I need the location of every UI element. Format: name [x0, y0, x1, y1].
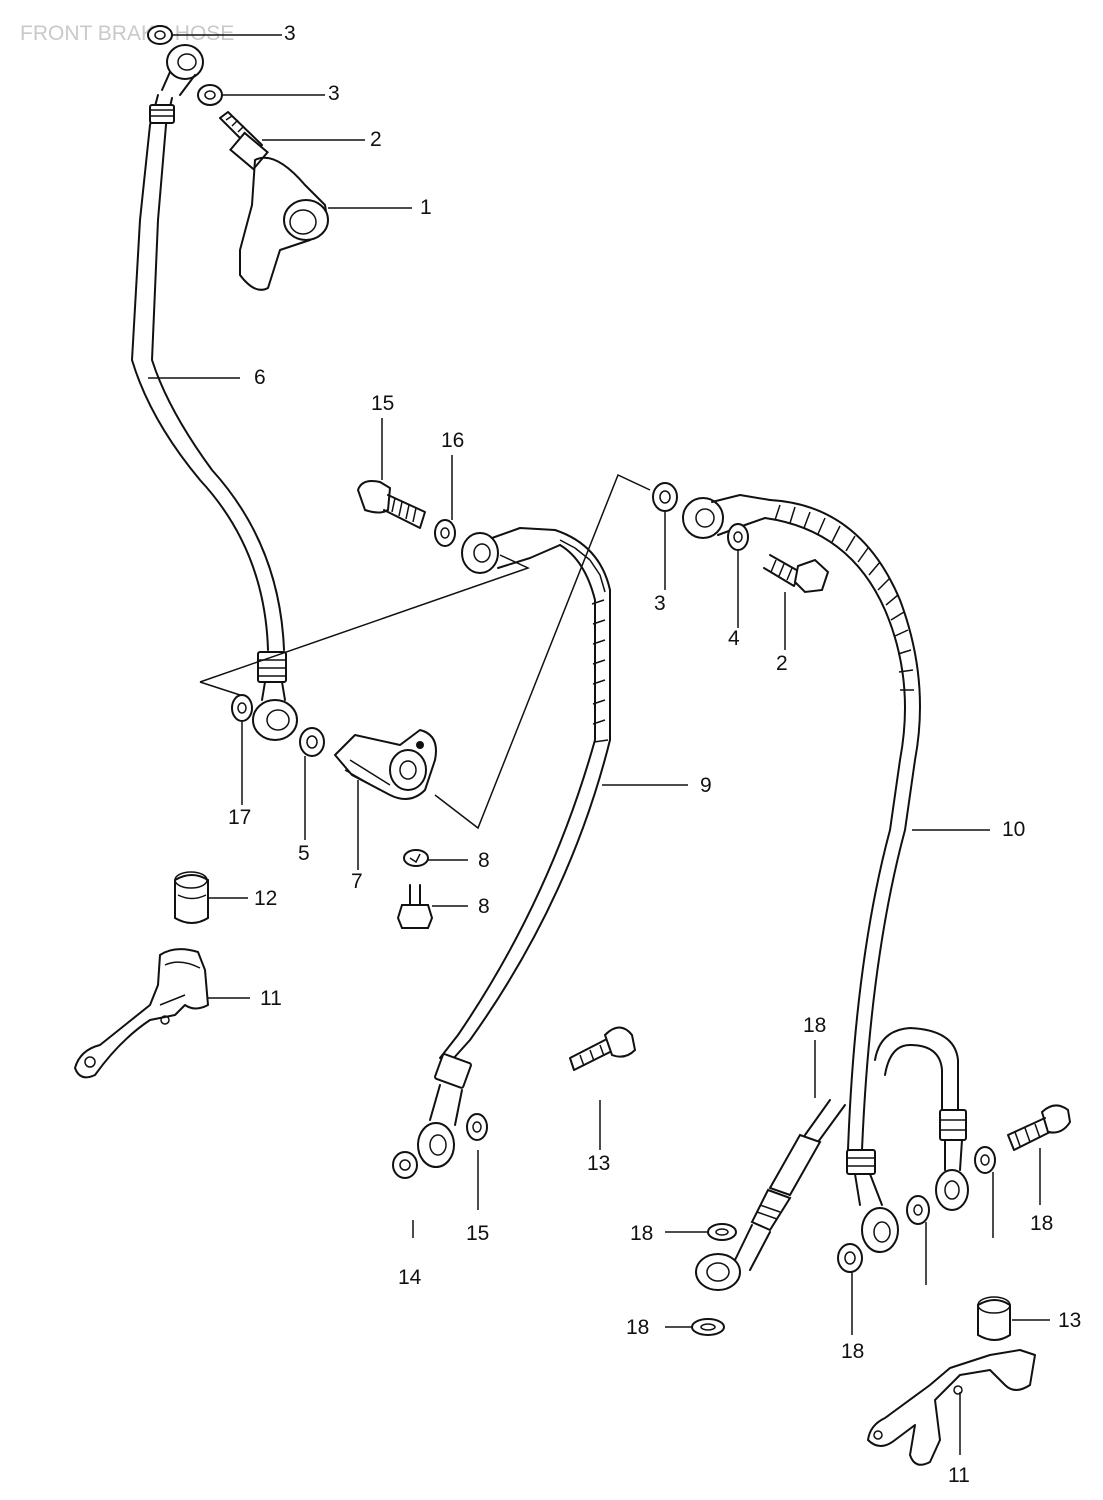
callout-8: 9 — [700, 774, 712, 797]
part-1-master-cylinder-cap — [239, 156, 329, 291]
part-3-washer-left — [299, 727, 325, 757]
callout-14: 15 — [371, 392, 394, 415]
callout-11: 13 — [1058, 1309, 1081, 1332]
part-11-grommet-left — [174, 871, 209, 924]
part-18-washer-mid — [707, 1223, 737, 1241]
part-13-washer-b — [466, 1113, 488, 1141]
callout-1: 1 — [420, 196, 432, 219]
part-6-bolt — [396, 884, 434, 929]
leader-lines — [148, 34, 1050, 1455]
part-8-hose-right-end-banjo — [861, 1207, 899, 1253]
part-4-banjo-top — [161, 44, 204, 96]
part-11-grommet-right — [977, 1296, 1011, 1341]
callout-4: 6 — [254, 366, 266, 389]
callout-18: 18 — [630, 1222, 653, 1245]
callout-10: 11 — [948, 1464, 970, 1487]
part-5-three-way-joint — [334, 729, 437, 800]
callout-3: 3 — [654, 592, 666, 615]
part-16-banjo-lower — [695, 1253, 741, 1291]
part-18-washer-right-b — [906, 1195, 930, 1225]
callout-3: 5 — [298, 842, 310, 865]
part-3-washer-2 — [197, 84, 223, 106]
callout-6: 8 — [478, 895, 490, 918]
part-8-hose-right-banjo — [682, 494, 771, 539]
part-16-banjo-right — [935, 1169, 969, 1211]
callout-15: 16 — [441, 429, 464, 452]
part-8-brake-hose-right — [764, 499, 921, 1206]
callout-13: 15 — [466, 1222, 489, 1245]
part-4-brake-hose-upper — [131, 94, 287, 701]
connection-guide-lines — [199, 473, 651, 830]
part-8-hose-left-banjo — [461, 527, 561, 574]
callout-3: 3 — [284, 22, 296, 45]
part-8-brake-hose-left — [429, 529, 611, 1126]
part-3-washer-top — [147, 25, 173, 45]
part-18-washer-right-a — [837, 1243, 863, 1273]
callout-18: 18 — [841, 1340, 864, 1363]
callout-3: 4 — [728, 627, 740, 650]
part-3-washer-right-b — [727, 523, 749, 551]
part-2-bleeder-bolt — [219, 111, 269, 171]
part-13-banjo-left — [417, 1122, 455, 1168]
callout-labels: 3 3 2 1 6 15 16 3 4 2 17 5 7 9 10 8 8 12… — [228, 22, 1081, 1487]
callout-2: 2 — [776, 652, 788, 675]
part-18-washer-low — [691, 1318, 725, 1336]
part-10-clamp-right — [867, 1349, 1036, 1466]
callout-3: 3 — [328, 82, 340, 105]
part-16-brake-hose — [734, 1027, 967, 1271]
callout-17: 18 — [1030, 1212, 1053, 1235]
part-14-union-bolt — [356, 480, 426, 529]
part-2-union-bolt-right — [763, 554, 830, 594]
part-15-washer-left — [231, 694, 253, 722]
callout-11: 12 — [254, 887, 277, 910]
part-9-clamp-left — [74, 948, 209, 1079]
callout-15: 17 — [228, 806, 251, 829]
callout-5: 7 — [351, 870, 363, 893]
part-18-washer-far-right — [974, 1146, 996, 1174]
callout-7: 8 — [478, 849, 490, 872]
callout-12: 13 — [587, 1152, 610, 1175]
callout-18: 18 — [626, 1316, 649, 1339]
part-15-washer-mid — [434, 519, 456, 547]
part-17-union-bolt — [1007, 1104, 1072, 1151]
part-7-washer — [403, 849, 429, 867]
callout-9: 11 — [260, 987, 282, 1010]
callout-8: 10 — [1002, 818, 1025, 841]
banjo-lower-left — [252, 699, 298, 741]
part-12-bolt — [569, 1026, 637, 1071]
part-13-washer-a — [392, 1151, 418, 1179]
diagram-title: FRONT BRAKE HOSE — [20, 22, 234, 45]
callout-2: 2 — [370, 128, 382, 151]
callout-16: 18 — [803, 1014, 826, 1037]
part-3-washer-right-a — [652, 482, 678, 512]
callout-13: 14 — [398, 1266, 422, 1289]
